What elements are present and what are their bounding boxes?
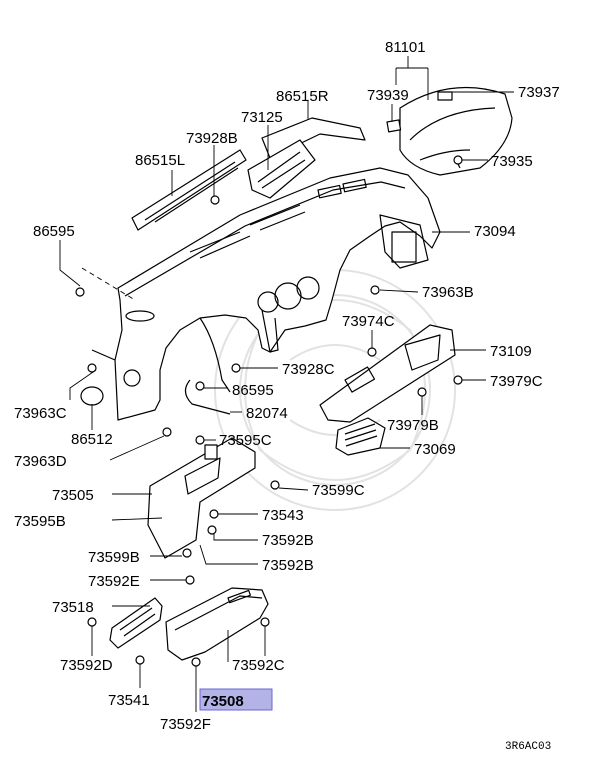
label-73963C[interactable]: 73963C: [14, 405, 67, 422]
label-73979B[interactable]: 73979B: [387, 417, 439, 434]
duct-73125[interactable]: [247, 139, 316, 199]
label-73979C[interactable]: 73979C: [490, 373, 543, 390]
side-panel-73109[interactable]: [319, 324, 456, 423]
label-73541[interactable]: 73541: [108, 692, 150, 709]
label-86512[interactable]: 86512: [71, 431, 113, 448]
label-73543[interactable]: 73543: [262, 507, 304, 524]
label-73094[interactable]: 73094: [474, 223, 516, 240]
label-73599C[interactable]: 73599C: [312, 482, 365, 499]
label-73928C[interactable]: 73928C: [282, 361, 335, 378]
label-73939[interactable]: 73939: [367, 87, 409, 104]
defroster-grille-86515L[interactable]: [131, 149, 247, 231]
label-73592B-b[interactable]: 73592B: [262, 557, 314, 574]
meter-hood-81101[interactable]: [386, 86, 513, 176]
label-73518[interactable]: 73518: [52, 599, 94, 616]
label-73963D[interactable]: 73963D: [14, 453, 67, 470]
vent-73069[interactable]: [335, 417, 386, 456]
label-73928B[interactable]: 73928B: [186, 130, 238, 147]
label-73592E[interactable]: 73592E: [88, 573, 140, 590]
label-86515L[interactable]: 86515L: [135, 152, 185, 169]
label-73508[interactable]: 73508: [202, 693, 244, 710]
label-86515R[interactable]: 86515R: [276, 88, 329, 105]
label-73592F[interactable]: 73592F: [160, 716, 211, 733]
lower-cover-73505[interactable]: [147, 437, 256, 559]
instrument-panel-73094[interactable]: [81, 167, 441, 421]
label-73963B[interactable]: 73963B: [422, 284, 474, 301]
label-73595C[interactable]: 73595C: [219, 432, 272, 449]
label-73935[interactable]: 73935: [491, 153, 533, 170]
label-73974C[interactable]: 73974C: [342, 313, 395, 330]
label-73599B[interactable]: 73599B: [88, 549, 140, 566]
bracket-73518[interactable]: [109, 597, 163, 649]
part-labels: 81101 73939 73937 86515R 73125 73928B 86…: [14, 39, 560, 753]
label-73109[interactable]: 73109: [490, 343, 532, 360]
label-73592B-a[interactable]: 73592B: [262, 532, 314, 549]
diagram-code: 3R6AC03: [505, 741, 551, 753]
label-73595B[interactable]: 73595B: [14, 513, 66, 530]
label-81101[interactable]: 81101: [385, 39, 426, 56]
label-73592D[interactable]: 73592D: [60, 657, 113, 674]
highlight-box: [199, 688, 273, 711]
label-86595-top[interactable]: 86595: [33, 223, 75, 240]
leader-lines: [59, 56, 514, 712]
glove-box-73508[interactable]: [165, 587, 269, 661]
label-73125[interactable]: 73125: [241, 109, 283, 126]
label-82074[interactable]: 82074: [246, 405, 288, 422]
label-86595-mid[interactable]: 86595: [232, 382, 274, 399]
label-73069[interactable]: 73069: [414, 441, 456, 458]
label-73937[interactable]: 73937: [518, 84, 560, 101]
label-73592C[interactable]: 73592C: [232, 657, 285, 674]
label-73505[interactable]: 73505: [52, 487, 94, 504]
fasteners: [75, 155, 463, 667]
